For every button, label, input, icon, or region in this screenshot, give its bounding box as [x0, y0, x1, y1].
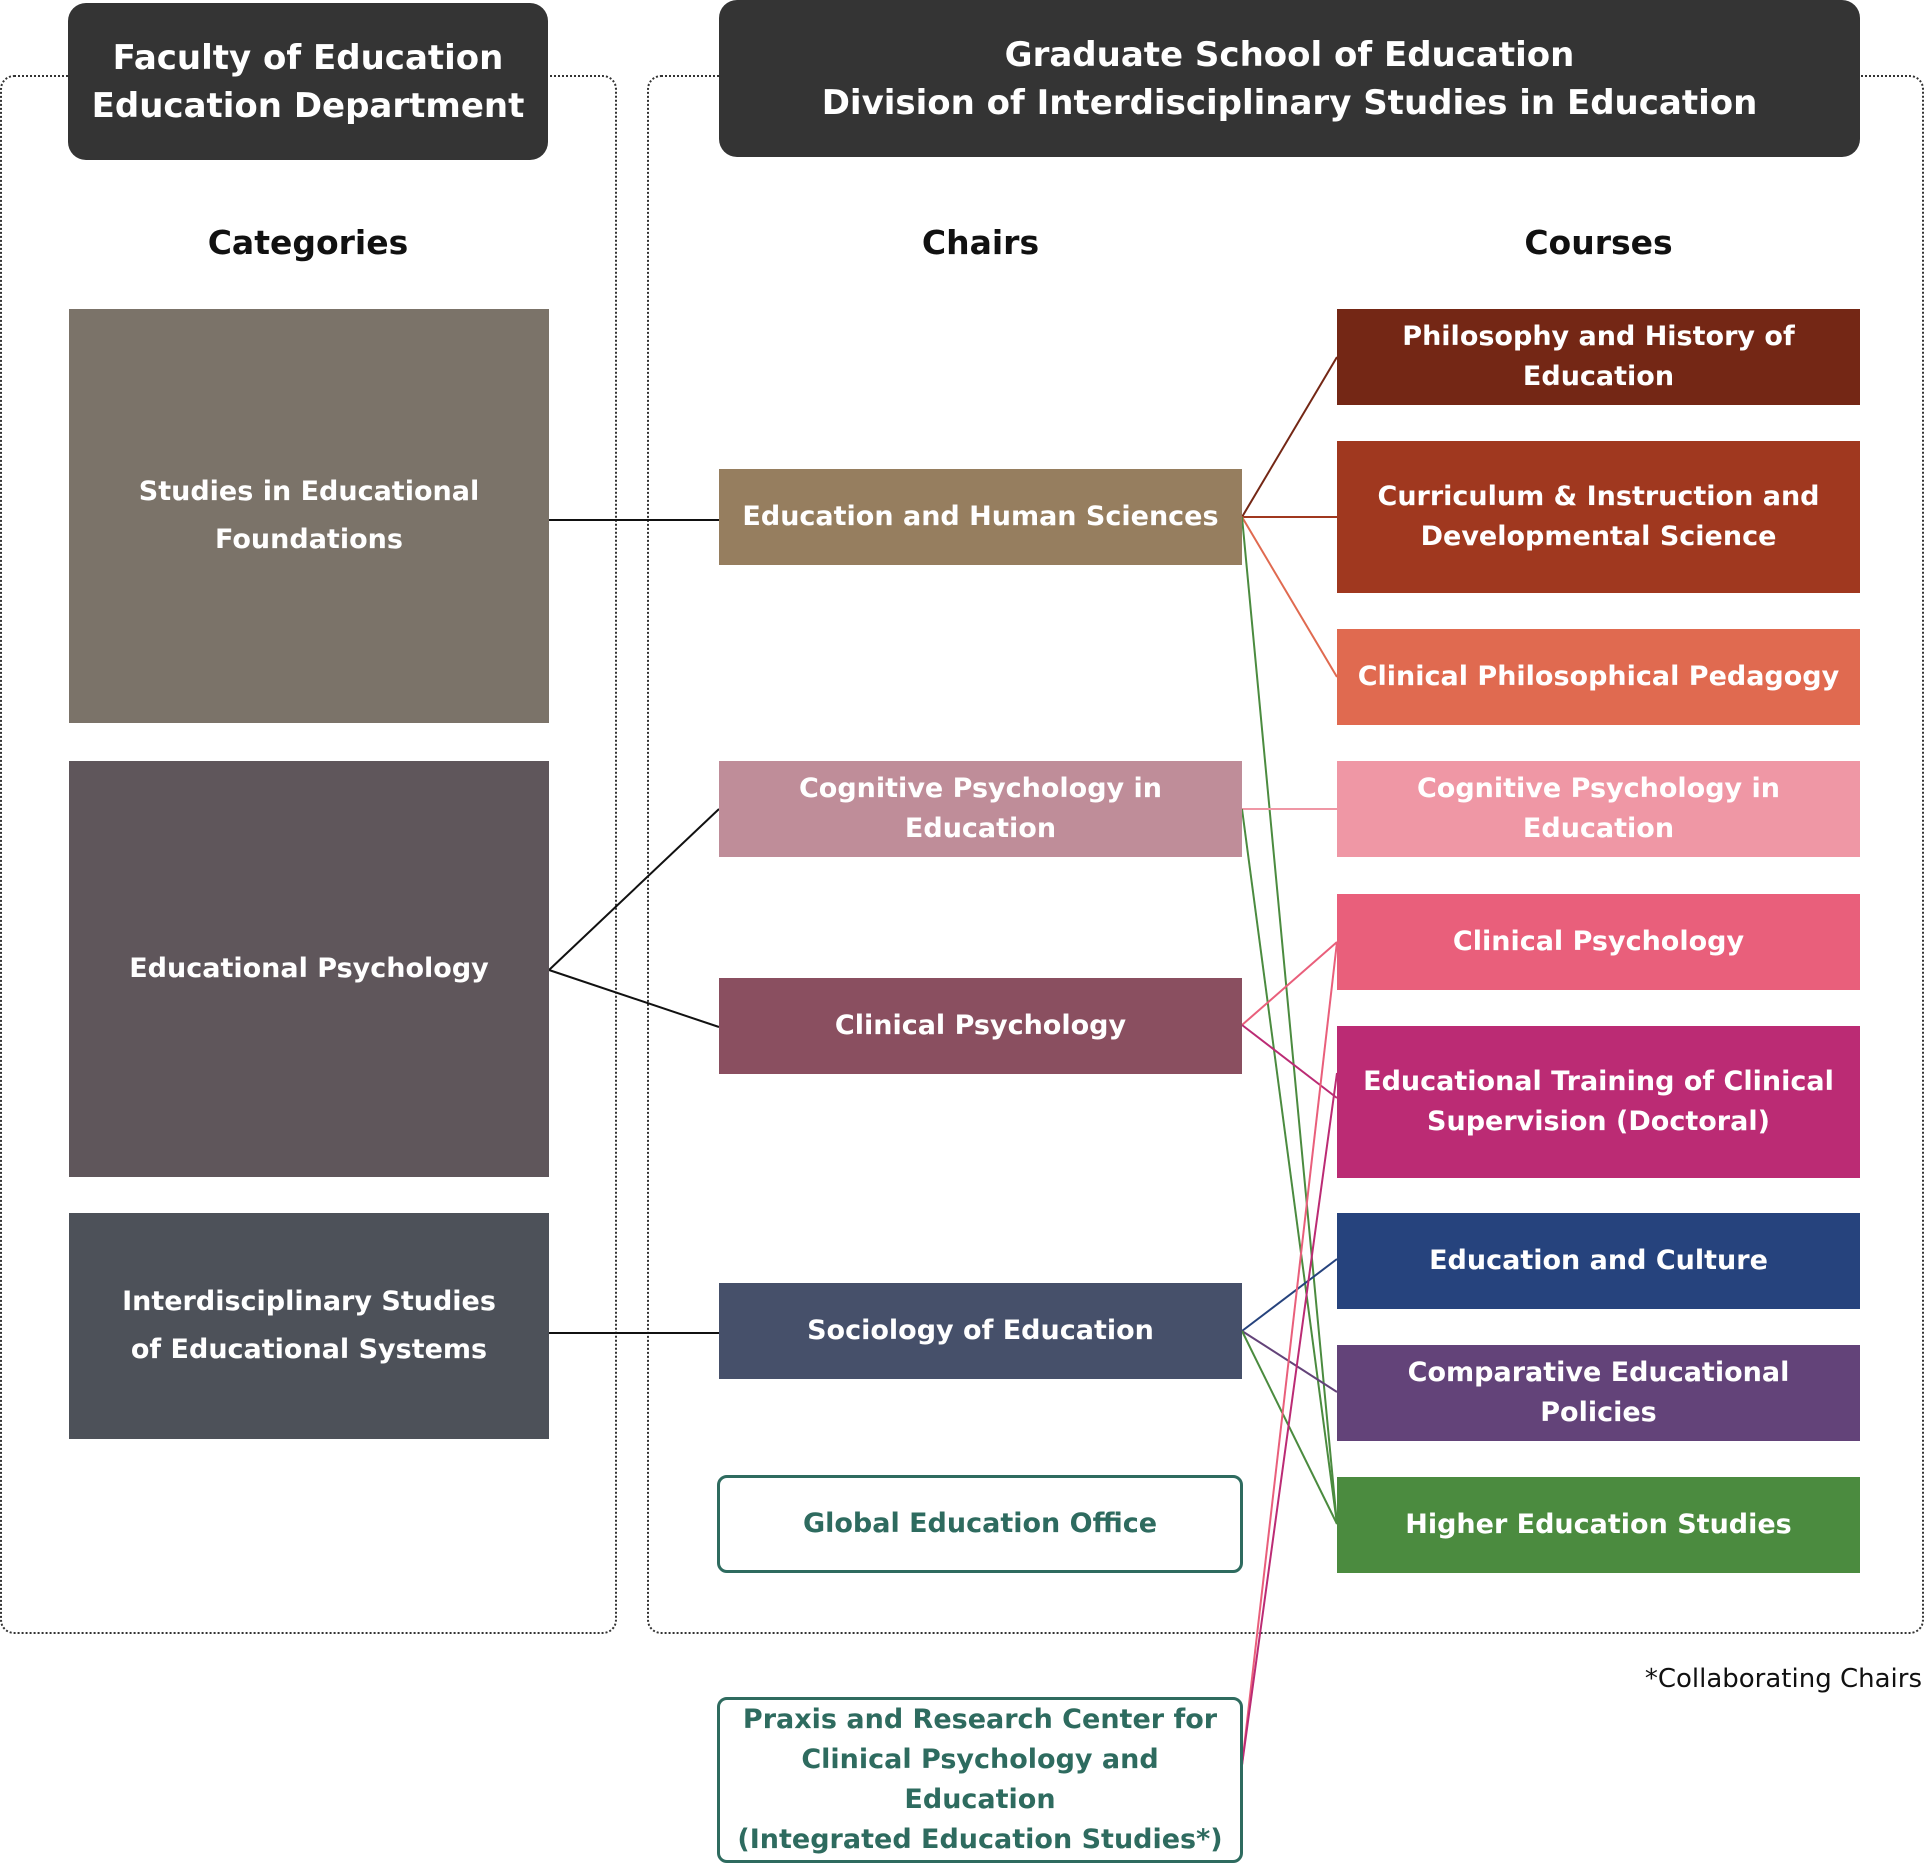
- graduate-header-line2: Division of Interdisciplinary Studies in…: [821, 82, 1758, 123]
- course-philosophy-and-history-of-education: Philosophy and History of Education: [1337, 309, 1860, 405]
- chair-sociology-of-education: Sociology of Education: [719, 1283, 1242, 1379]
- faculty-header-line1: Faculty of Education: [112, 37, 504, 78]
- course-label: Philosophy and History of Education: [1402, 321, 1795, 392]
- course-label: Cognitive Psychology in Education: [1416, 773, 1780, 844]
- course-educational-training-of-clinical-supervision: Educational Training of Clinical Supervi…: [1337, 1026, 1860, 1178]
- graduate-header-line1: Graduate School of Education: [1004, 34, 1575, 75]
- global-education-office-label: Global Education Office: [802, 1508, 1158, 1539]
- courses-title: Courses: [1524, 223, 1673, 262]
- connector-clinical-to-clinical: [1241, 941, 1338, 1026]
- course-clinical-psychology: Clinical Psychology: [1337, 894, 1860, 990]
- chair-education-and-human-sciences: Education and Human Sciences: [719, 469, 1242, 565]
- chair-clinical-psychology: Clinical Psychology: [719, 978, 1242, 1074]
- course-label: Clinical Philosophical Pedagogy: [1357, 661, 1840, 692]
- course-clinical-philosophical-pedagogy: Clinical Philosophical Pedagogy: [1337, 629, 1860, 725]
- category-label: Interdisciplinary Studies: [122, 1286, 496, 1317]
- praxis-label-line3: (Integrated Education Studies*): [737, 1824, 1223, 1855]
- connector-ehs-to-higher-ed: [1241, 516, 1338, 1525]
- connector-ehs-to-philosophy: [1241, 356, 1338, 518]
- category-label: Studies in Educational: [138, 476, 480, 507]
- category-educational-psychology: Educational Psychology: [69, 761, 549, 1177]
- chairs-title: Chairs: [921, 223, 1040, 262]
- chair-label: Clinical Psychology: [834, 1010, 1127, 1041]
- praxis-label-line1: Praxis and Research Center for: [742, 1704, 1218, 1735]
- chair-label: Education and Human Sciences: [742, 501, 1219, 532]
- course-label: Higher Education Studies: [1405, 1509, 1792, 1540]
- chair-label: Sociology of Education: [807, 1315, 1154, 1346]
- categories-title: Categories: [207, 223, 409, 262]
- course-label: Developmental Science: [1420, 521, 1777, 552]
- connector-sociology-to-higher-ed: [1241, 1330, 1338, 1525]
- global-education-office: Global Education Office: [717, 1475, 1243, 1573]
- category-studies-in-educational-foundations: Studies in Educational Foundations: [69, 309, 549, 723]
- course-label: Educational Training of Clinical: [1363, 1066, 1834, 1097]
- connector-edpsych-to-clinical: [548, 969, 720, 1028]
- category-label: Foundations: [215, 524, 403, 555]
- category-interdisciplinary-studies-of-educational-systems: Interdisciplinary Studies of Educational…: [69, 1213, 549, 1439]
- course-curriculum-instruction-developmental-science: Curriculum & Instruction and Development…: [1337, 441, 1860, 593]
- collaborating-chairs-note: *Collaborating Chairs: [1644, 1664, 1922, 1694]
- course-label: Education and Culture: [1429, 1245, 1768, 1276]
- course-label: Supervision (Doctoral): [1427, 1106, 1770, 1137]
- course-higher-education-studies: Higher Education Studies: [1337, 1477, 1860, 1573]
- connector-edpsych-to-cognitive: [548, 808, 720, 971]
- connector-ehs-to-clinical-phil: [1241, 516, 1338, 678]
- praxis-research-center: Praxis and Research Center for Clinical …: [717, 1697, 1243, 1863]
- connector-praxis-to-training: [1241, 1072, 1338, 1766]
- connector-cognitive-to-higher-ed: [1241, 808, 1338, 1525]
- category-label: Educational Psychology: [129, 953, 489, 984]
- course-education-and-culture: Education and Culture: [1337, 1213, 1860, 1309]
- praxis-label-line2: Clinical Psychology and Education: [801, 1744, 1159, 1815]
- faculty-header: Faculty of Education Education Departmen…: [68, 3, 548, 160]
- graduate-school-header: Graduate School of Education Division of…: [719, 0, 1860, 157]
- course-label: Comparative Educational Policies: [1407, 1357, 1790, 1428]
- faculty-header-line2: Education Department: [91, 85, 525, 126]
- chair-cognitive-psychology-in-education: Cognitive Psychology in Education: [719, 761, 1242, 857]
- course-label: Curriculum & Instruction and: [1377, 481, 1820, 512]
- chair-label: Cognitive Psychology in Education: [798, 773, 1162, 844]
- course-cognitive-psychology-in-education: Cognitive Psychology in Education: [1337, 761, 1860, 857]
- course-comparative-educational-policies: Comparative Educational Policies: [1337, 1345, 1860, 1441]
- connector-praxis-to-clinical: [1241, 941, 1338, 1766]
- course-label: Clinical Psychology: [1452, 926, 1745, 957]
- category-label: of Educational Systems: [130, 1334, 488, 1365]
- connector-sociology-to-culture: [1241, 1258, 1338, 1332]
